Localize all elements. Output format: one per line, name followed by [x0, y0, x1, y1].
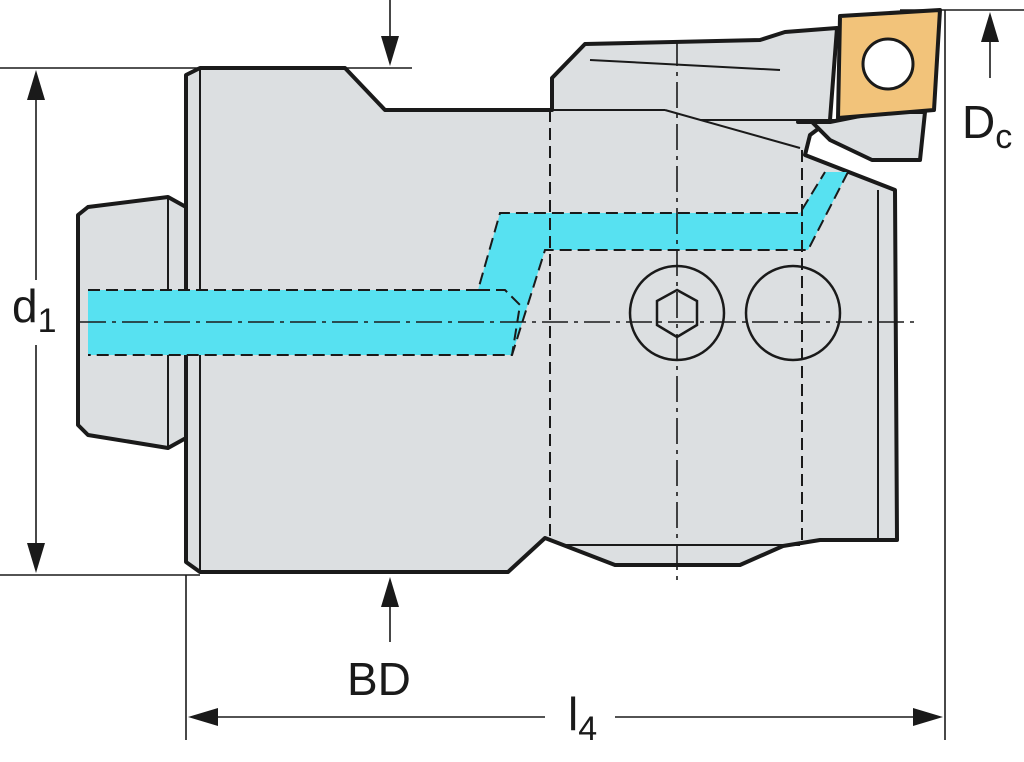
center-lines — [80, 40, 918, 580]
adjust-screw — [744, 264, 842, 362]
top-arrow — [381, 0, 399, 66]
coolant-channel — [88, 172, 848, 355]
bd-label: BD — [347, 653, 411, 705]
dc-label: Dc — [962, 96, 1012, 156]
l4-dimension — [188, 708, 943, 726]
dc-dimension — [981, 12, 999, 78]
l4-label: l4 — [568, 688, 597, 748]
bd-dimension — [381, 577, 399, 642]
clamp-screw — [628, 264, 726, 362]
d1-dimension — [27, 70, 45, 573]
tool-body — [184, 26, 899, 574]
d1-label: d1 — [12, 280, 57, 340]
hidden-lines — [549, 110, 803, 540]
insert-hole — [861, 37, 915, 91]
